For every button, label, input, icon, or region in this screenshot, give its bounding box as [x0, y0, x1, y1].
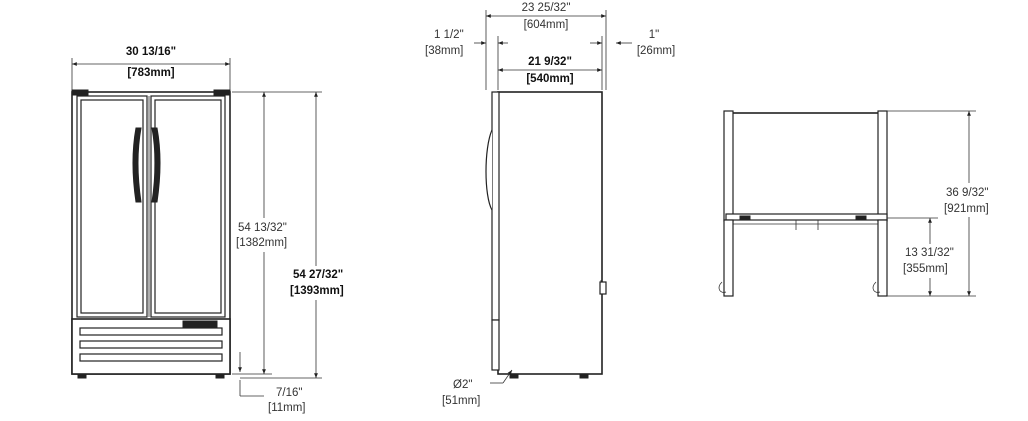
side-cord-diameter-imperial: Ø2" [453, 379, 472, 391]
front-overall-height-metric: [1393mm] [290, 285, 344, 297]
front-overall-height-imperial: 54 27/32" [293, 269, 343, 281]
front-leg-height-imperial: 7/16" [276, 387, 302, 399]
side-cord-diameter-metric: [51mm] [442, 395, 480, 407]
side-cabinet [485, 91, 607, 379]
brand-badge [182, 320, 218, 328]
side-depth-metric: [604mm] [524, 19, 569, 31]
right-handle [151, 127, 161, 203]
stand-lower-height-imperial: 13 31/32" [905, 247, 954, 259]
front-cabinet [71, 89, 231, 379]
stand-view: 36 9/32" [921mm] 13 31/32" [355mm] [718, 110, 998, 297]
front-cabinet-height-imperial: 54 13/32" [238, 222, 287, 234]
front-width-imperial: 30 13/16" [126, 46, 176, 58]
stand-lower-height-metric: [355mm] [903, 263, 948, 275]
side-front-offset-metric: [38mm] [425, 45, 463, 57]
side-front-offset-imperial: 1 1/2" [434, 29, 464, 41]
stand-frame [718, 110, 888, 297]
side-depth-imperial: 23 25/32" [522, 2, 571, 14]
front-view: 30 13/16" [783mm] 54 13/32" [1382mm] 54 … [71, 46, 348, 414]
side-rear-offset-metric: [26mm] [637, 45, 675, 57]
side-rear-offset-imperial: 1" [649, 29, 659, 41]
side-cabinet-depth-metric: [540mm] [526, 73, 573, 85]
side-cabinet-depth-imperial: 21 9/32" [528, 56, 572, 68]
front-leg-height-metric: [11mm] [268, 402, 306, 414]
stand-height-imperial: 36 9/32" [946, 187, 988, 199]
left-handle [132, 127, 142, 203]
side-view: 23 25/32" [604mm] 1 1/2" [38mm] 21 9/32"… [425, 2, 675, 407]
stand-height-metric: [921mm] [944, 203, 989, 215]
side-handle [485, 129, 493, 211]
front-cabinet-height-metric: [1382mm] [236, 237, 287, 249]
front-width-metric: [783mm] [127, 67, 174, 79]
